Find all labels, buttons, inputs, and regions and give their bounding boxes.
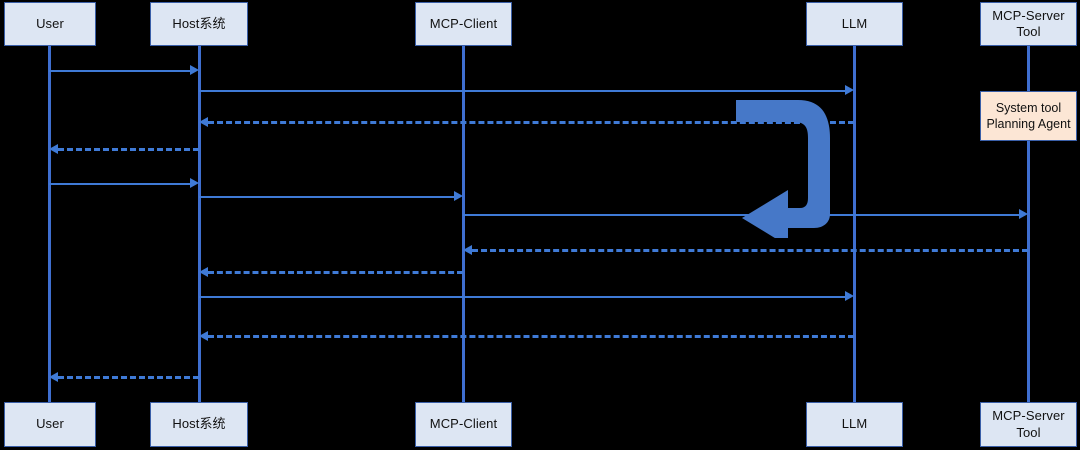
arrowhead-m9 bbox=[199, 267, 208, 277]
message-m6 bbox=[199, 196, 454, 198]
arrowhead-m6 bbox=[454, 191, 463, 201]
participant-header-user[interactable]: User bbox=[4, 2, 96, 46]
message-m4 bbox=[58, 148, 199, 151]
message-m10 bbox=[199, 296, 845, 298]
participant-footer-mcpclient[interactable]: MCP-Client bbox=[415, 402, 512, 447]
arrowhead-m2 bbox=[845, 85, 854, 95]
participant-header-llm[interactable]: LLM bbox=[806, 2, 903, 46]
arrowhead-m3 bbox=[199, 117, 208, 127]
arrowhead-m11 bbox=[199, 331, 208, 341]
message-m3 bbox=[208, 121, 854, 124]
lifeline-mcpclient bbox=[462, 44, 465, 404]
message-m1 bbox=[49, 70, 190, 72]
arrowhead-m1 bbox=[190, 65, 199, 75]
message-m8 bbox=[472, 249, 1028, 252]
llm-self-loop-curved-arrow bbox=[726, 94, 842, 246]
participant-footer-host[interactable]: Host系统 bbox=[150, 402, 248, 447]
participant-header-host[interactable]: Host系统 bbox=[150, 2, 248, 46]
message-m9 bbox=[208, 271, 463, 274]
arrowhead-m10 bbox=[845, 291, 854, 301]
participant-header-mcpclient[interactable]: MCP-Client bbox=[415, 2, 512, 46]
participant-footer-mcpserver[interactable]: MCP-Server Tool bbox=[980, 402, 1077, 447]
participant-header-mcpserver[interactable]: MCP-Server Tool bbox=[980, 2, 1077, 46]
lifeline-llm bbox=[853, 44, 856, 404]
lifeline-mcpserver bbox=[1027, 44, 1030, 404]
participant-footer-llm[interactable]: LLM bbox=[806, 402, 903, 447]
message-m5 bbox=[49, 183, 190, 185]
lifeline-user bbox=[48, 44, 51, 404]
arrowhead-m7 bbox=[1019, 209, 1028, 219]
lifeline-host bbox=[198, 44, 201, 404]
message-m12 bbox=[58, 376, 199, 379]
message-m7 bbox=[463, 214, 1019, 216]
arrowhead-m12 bbox=[49, 372, 58, 382]
participant-footer-user[interactable]: User bbox=[4, 402, 96, 447]
note-text: System tool Planning Agent bbox=[986, 100, 1071, 131]
message-m11 bbox=[208, 335, 854, 338]
note-system-tool-planning-agent[interactable]: System tool Planning Agent bbox=[980, 91, 1077, 141]
arrowhead-m4 bbox=[49, 144, 58, 154]
message-m2 bbox=[199, 90, 845, 92]
arrowhead-m8 bbox=[463, 245, 472, 255]
arrowhead-m5 bbox=[190, 178, 199, 188]
